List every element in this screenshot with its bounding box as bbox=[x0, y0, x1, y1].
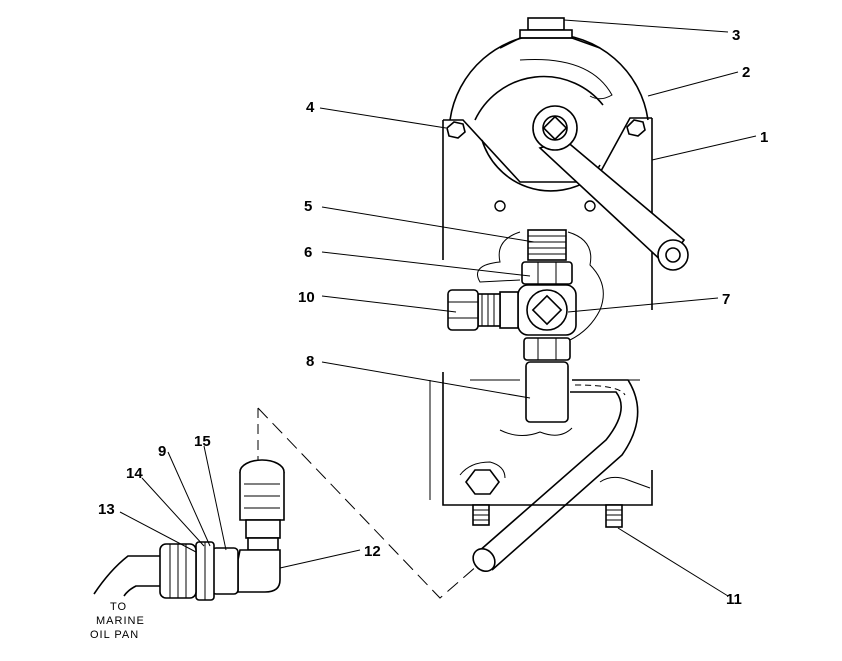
callout-14: 14 bbox=[126, 465, 143, 482]
callout-12: 12 bbox=[364, 543, 381, 560]
callout-4: 4 bbox=[306, 99, 315, 116]
note-oil-pan: OIL PAN bbox=[90, 629, 139, 641]
crank-arm bbox=[532, 105, 689, 271]
callout-9: 9 bbox=[158, 443, 166, 460]
callout-10: 10 bbox=[298, 289, 315, 306]
hose-route-line bbox=[257, 407, 479, 599]
callout-3: 3 bbox=[732, 27, 740, 44]
callout-6: 6 bbox=[304, 244, 312, 261]
callout-8: 8 bbox=[306, 353, 314, 370]
valve-assembly bbox=[447, 229, 577, 423]
callout-1: 1 bbox=[760, 129, 768, 146]
note-marine: MARINE bbox=[96, 615, 145, 627]
callout-2: 2 bbox=[742, 64, 750, 81]
lower-fittings bbox=[93, 459, 285, 601]
callout-7: 7 bbox=[722, 291, 730, 308]
leader-lines bbox=[119, 19, 757, 597]
note-to: TO bbox=[110, 601, 127, 613]
callout-11: 11 bbox=[726, 591, 742, 608]
callout-15: 15 bbox=[194, 433, 211, 450]
callout-13: 13 bbox=[98, 501, 115, 518]
callout-5: 5 bbox=[304, 198, 312, 215]
oil-tube bbox=[472, 379, 639, 573]
lower-plate bbox=[429, 231, 653, 528]
